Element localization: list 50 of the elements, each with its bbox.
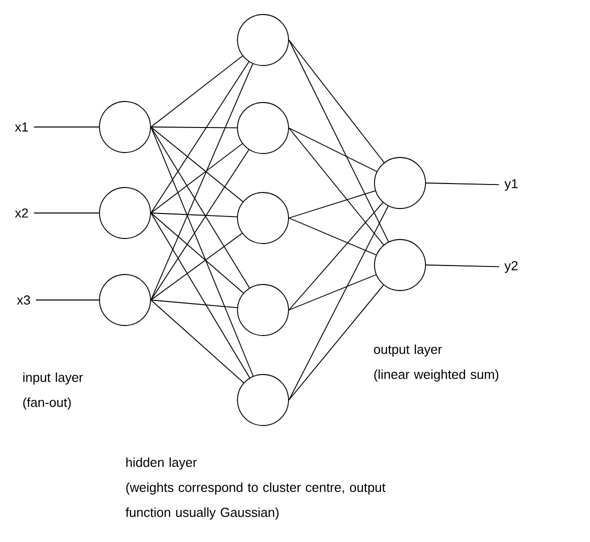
neuron-circle (237, 192, 289, 244)
connection-line (150, 149, 250, 300)
output-label: y2 (504, 261, 518, 273)
connection-line (150, 300, 244, 384)
neuron-circle (99, 101, 151, 153)
connection-line (288, 284, 384, 400)
output-label: y1 (504, 179, 518, 191)
layer-caption: (weights correspond to cluster centre, output function usually Gaussian) (126, 482, 386, 520)
connection-line (150, 212, 244, 294)
connection-line (288, 202, 384, 310)
connection-line (288, 206, 389, 400)
connection-line (150, 61, 250, 214)
connection-line (150, 126, 238, 128)
connection-line (150, 63, 254, 300)
neuron-circle (237, 374, 289, 426)
neuron-circle (237, 284, 289, 336)
connection-line (150, 126, 244, 202)
layer-caption: output layer (374, 344, 442, 357)
layer-caption: input layer (23, 372, 83, 385)
connection-line (150, 300, 238, 308)
connection-line (150, 212, 250, 378)
layer-caption: hidden layer (126, 457, 197, 470)
connection-line (34, 126, 100, 128)
connection-line (150, 143, 243, 214)
neuron-circle (237, 14, 289, 66)
neuron-circle (374, 239, 426, 291)
connection-line (288, 190, 376, 218)
layer-caption: (fan-out) (23, 397, 71, 410)
connection-line (288, 40, 389, 242)
connection-line (150, 212, 238, 218)
connection-line (150, 126, 250, 288)
connection-line (150, 126, 254, 376)
connection-line (288, 128, 384, 246)
neuron-circle (237, 102, 289, 154)
connection-line (150, 55, 243, 128)
input-label: x2 (14, 208, 28, 218)
connection-line (288, 218, 377, 256)
neuron-circle (99, 274, 151, 326)
connection-line (150, 232, 242, 300)
input-label: x3 (16, 295, 30, 305)
connection-line (426, 182, 500, 186)
connection-line (34, 212, 100, 214)
connection-line (426, 264, 500, 268)
neuron-circle (374, 157, 426, 209)
input-label: x1 (14, 122, 28, 132)
connection-line (288, 128, 378, 172)
connection-line (288, 40, 385, 163)
layer-caption: (linear weighted sum) (374, 369, 498, 382)
connection-line (288, 274, 376, 310)
neuron-circle (99, 187, 151, 239)
